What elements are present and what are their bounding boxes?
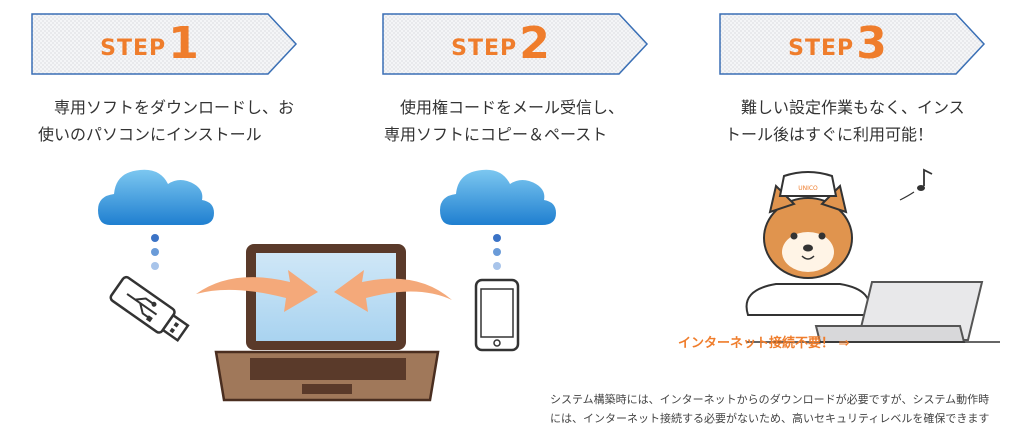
step-number: 1 [168,18,200,69]
shiba-mascot-icon: UNICO [745,171,871,316]
step-2-banner: STEP 2 [381,12,649,76]
step-1-banner: STEP 1 [30,12,298,76]
step-word: STEP [451,35,518,61]
step-1-description: 専用ソフトをダウンロードし、お 使いのパソコンにインストール [38,98,295,144]
step-3-label: STEP 3 [718,12,958,76]
step-3-description: 難しい設定作業もなく、インス トール後はすぐに利用可能！ [725,98,965,144]
cloud-icon [98,169,214,225]
cap-text: UNICO [798,185,818,192]
usb-drive-icon [109,275,190,343]
step-1-label: STEP 1 [30,12,270,76]
left-arrow-icon [196,270,318,312]
laptop-icon [746,281,1000,343]
footnote: システム構築時には、インターネットからのダウンロードが必要ですが、システム動作時… [550,393,990,425]
step-number: 3 [856,18,888,69]
laptop-icon [214,244,440,402]
music-note-icon [899,168,933,201]
smartphone-icon [474,278,520,352]
offline-badge: インターネット接続不要！ ⇒ [678,336,850,351]
connection-dots [493,234,501,270]
step-3-banner: STEP 3 [718,12,986,76]
right-arrow-icon [334,270,452,312]
cloud-icon [440,169,556,225]
step-2-description: 使用権コードをメール受信し、 専用ソフトにコピー＆ペースト [384,98,625,144]
connection-dots [151,234,159,270]
step-number: 2 [519,18,551,69]
step-word: STEP [788,35,855,61]
step-2-label: STEP 2 [381,12,621,76]
step-word: STEP [100,35,167,61]
